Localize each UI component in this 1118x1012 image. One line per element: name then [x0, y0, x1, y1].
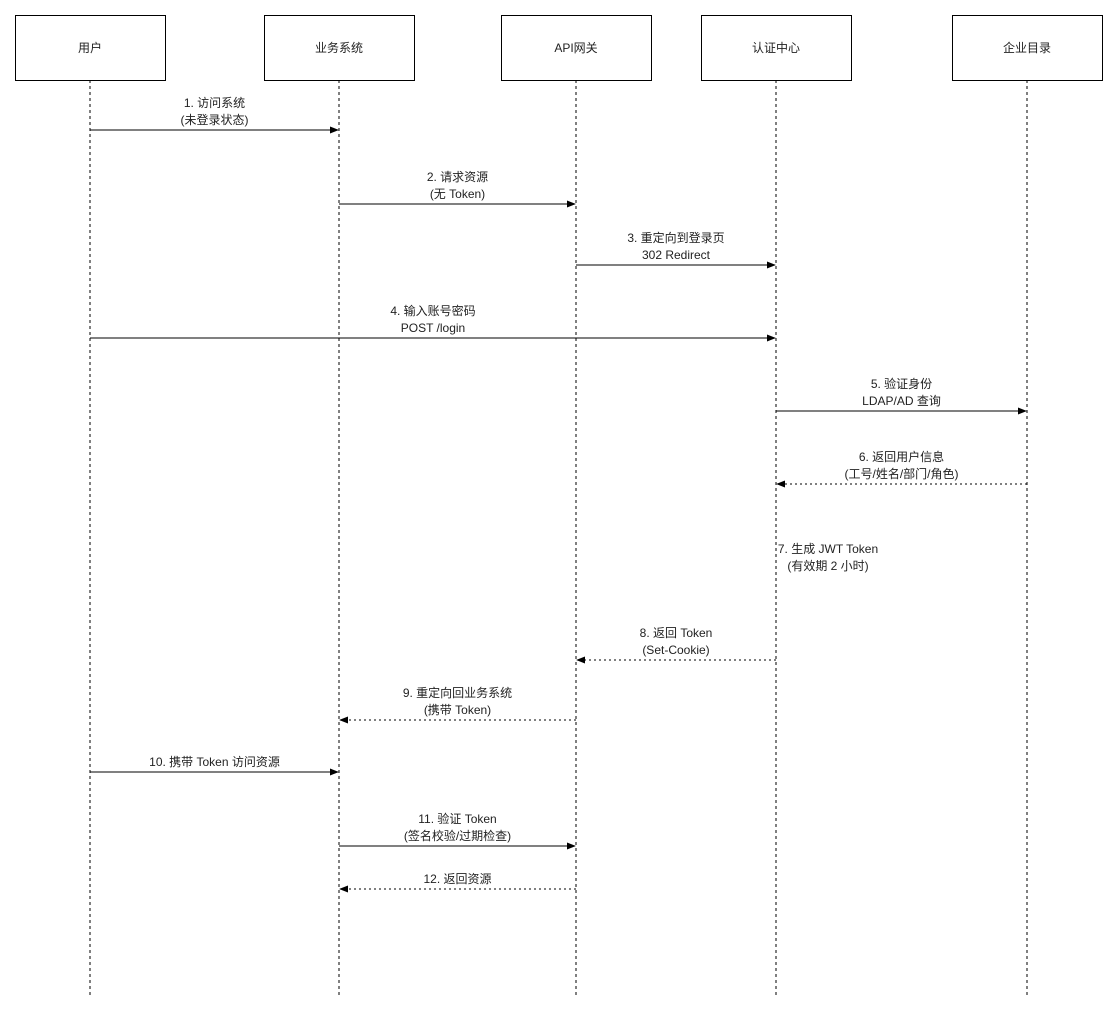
message-label: LDAP/AD 查询	[862, 394, 941, 408]
message-label: 6. 返回用户信息	[859, 449, 944, 464]
message-label: 3. 重定向到登录页	[627, 230, 724, 245]
message-label: (Set-Cookie)	[642, 643, 709, 657]
participant-box	[15, 15, 166, 81]
message-label: (工号/姓名/部门/角色)	[845, 466, 959, 481]
message-label: 1. 访问系统	[184, 96, 245, 110]
participant-box	[952, 15, 1103, 81]
message-label: 7. 生成 JWT Token	[778, 542, 878, 556]
participant-label: 企业目录	[1003, 40, 1051, 55]
participant-box	[701, 15, 852, 81]
participant-label: 用户	[78, 40, 102, 55]
participant-label: API网关	[554, 41, 597, 55]
message-label: (未登录状态)	[181, 112, 249, 127]
message-label: (有效期 2 小时)	[787, 558, 868, 573]
participant-label: 业务系统	[315, 40, 363, 55]
message-label: 8. 返回 Token	[640, 626, 713, 640]
message-label: (携带 Token)	[424, 702, 491, 717]
message-label: (签名校验/过期检查)	[404, 828, 511, 843]
message-label: 5. 验证身份	[871, 376, 932, 391]
message-label: 12. 返回资源	[423, 872, 491, 886]
message-label: 4. 输入账号密码	[390, 303, 475, 318]
participant-box	[264, 15, 415, 81]
message-label: 302 Redirect	[642, 248, 711, 262]
message-label: 10. 携带 Token 访问资源	[149, 754, 280, 769]
participant-label: 认证中心	[752, 40, 800, 55]
message-label: 2. 请求资源	[427, 170, 488, 184]
message-label: 11. 验证 Token	[418, 811, 496, 826]
message-label: 9. 重定向回业务系统	[403, 685, 512, 700]
message-label: POST /login	[401, 321, 465, 335]
message-label: (无 Token)	[430, 187, 485, 201]
participant-box	[501, 15, 652, 81]
